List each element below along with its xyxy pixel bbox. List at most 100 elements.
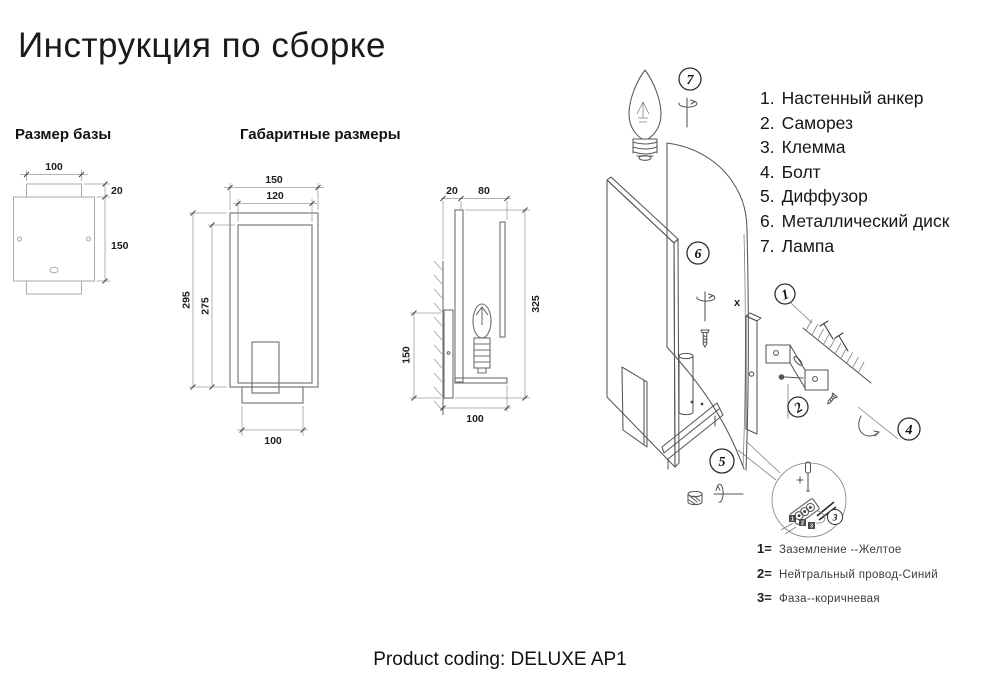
- callout-7: 7: [678, 67, 702, 91]
- rotate-icon-disk: [696, 291, 716, 322]
- svg-text:7: 7: [687, 73, 695, 88]
- mounting-bracket-drawing: [661, 400, 724, 470]
- part-number: 2.: [760, 112, 775, 133]
- terminal-block: [789, 498, 820, 525]
- base-plate-shape: [13, 183, 95, 295]
- parts-list-item: 2. Саморез: [760, 111, 949, 136]
- base-dimensions: 100 20 150: [20, 161, 129, 284]
- side-bracket-height-dim: 150: [401, 346, 413, 364]
- side-wall-gap-dim: 20: [446, 185, 458, 197]
- part-name: Диффузор: [781, 186, 868, 207]
- part-number: 7.: [760, 235, 775, 256]
- callout-4: 4: [897, 417, 921, 441]
- parts-list-item: 6. Металлический диск: [760, 209, 949, 234]
- rotate-icon-nut: [713, 483, 744, 503]
- bottom-plate-drawing: [621, 366, 648, 448]
- front-base-width-dim: 100: [264, 435, 282, 447]
- front-view-dimensions: 150 120 295 275 100: [181, 174, 324, 447]
- wall-section: [433, 260, 444, 415]
- bulb-drawing: [628, 69, 662, 161]
- parts-list-item: 7. Лампа: [760, 234, 949, 259]
- side-view-shape: [443, 209, 508, 399]
- base-tab-dim: 20: [111, 185, 123, 197]
- legend-text: Нейтральный провод-Синий: [779, 568, 938, 581]
- callout-3: 3: [827, 509, 843, 525]
- svg-text:1: 1: [791, 517, 794, 523]
- callout-6: 6: [686, 241, 710, 265]
- part-name: Металлический диск: [781, 210, 950, 231]
- svg-text:2: 2: [801, 521, 804, 527]
- callout-5: 5: [709, 448, 735, 474]
- part-name: Болт: [781, 161, 821, 182]
- front-view-shape: [229, 212, 319, 404]
- base-height-dim: 150: [111, 240, 129, 252]
- wire-tag-1: 1: [789, 515, 796, 523]
- socket-drawing: [678, 352, 694, 416]
- side-view-dimensions: 20 80 325 150 100: [401, 185, 543, 425]
- side-depth-dim: 80: [478, 185, 490, 197]
- svg-text:3: 3: [810, 524, 813, 530]
- small-screw-icon: [827, 392, 838, 405]
- legend-number: 2=: [757, 565, 772, 581]
- parts-list-item: 5. Диффузор: [760, 184, 949, 209]
- wire-tag-2: 2: [799, 519, 806, 527]
- metal-disk-drawing: [606, 176, 680, 468]
- parts-list: 1.Настенный анкер 2. Саморез 3. Клемма 4. Б…: [760, 86, 949, 258]
- legend-item: 3= Фаза--коричневая: [757, 589, 938, 607]
- nut-icon: [687, 490, 703, 506]
- part-number: 6.: [760, 210, 775, 231]
- part-number: 5.: [760, 186, 775, 207]
- wall-anchor-drawing: [802, 319, 872, 384]
- svg-text:3: 3: [832, 514, 838, 524]
- base-plate-drawing: 100 20 150: [13, 161, 129, 295]
- svg-text:1: 1: [780, 287, 792, 303]
- wiring-legend: 1= Заземление --Желтое 2= Нейтральный пров…: [757, 540, 938, 614]
- front-inner-width-dim: 120: [266, 190, 284, 202]
- legend-item: 1= Заземление --Желтое: [757, 540, 938, 558]
- base-width-dim: 100: [45, 161, 63, 173]
- page-title: Инструкция по сборке: [18, 26, 386, 65]
- diffuser-drawing: [666, 142, 749, 471]
- front-height-dim: 295: [181, 291, 193, 309]
- part-number: 4.: [760, 161, 775, 182]
- front-width-dim: 150: [265, 174, 283, 186]
- part-number: 3.: [760, 137, 775, 158]
- x-mark: x: [734, 297, 741, 309]
- exploded-view: 7 6 x: [606, 67, 921, 538]
- svg-text:4: 4: [905, 423, 913, 438]
- svg-text:6: 6: [695, 247, 702, 262]
- side-view-drawing: 20 80 325 150 100: [401, 185, 543, 425]
- screwdriver-icon: [796, 461, 812, 492]
- front-inner-height-dim: 275: [200, 297, 212, 315]
- legend-text: Фаза--коричневая: [779, 593, 880, 605]
- side-strip-drawing: [745, 312, 762, 435]
- parts-list-item: 1.Настенный анкер: [760, 86, 949, 111]
- l-bracket-drawing: [765, 344, 829, 391]
- part-name: Саморез: [781, 112, 854, 133]
- legend-number: 3=: [757, 590, 772, 605]
- legend-text: Заземление --Желтое: [779, 544, 902, 556]
- screw-icon: [700, 329, 710, 348]
- parts-list-item: 4. Болт: [760, 160, 949, 185]
- part-name: Клемма: [781, 137, 846, 158]
- callout-1: 1: [774, 283, 796, 305]
- overall-dimensions-label: Габаритные размеры: [240, 126, 401, 143]
- parts-list-item: 3. Клемма: [760, 135, 949, 160]
- svg-text:5: 5: [719, 455, 726, 470]
- legend-item: 2= Нейтральный провод-Синий: [757, 565, 938, 583]
- bulb-side: [472, 303, 492, 374]
- wire-tag-3: 3: [808, 522, 815, 530]
- bolt-icon: [778, 374, 804, 380]
- side-height-dim: 325: [530, 295, 542, 313]
- callout-1-leader: [790, 302, 813, 324]
- clamp-detail: 1 2 3 3: [737, 440, 847, 538]
- base-size-label: Размер базы: [15, 126, 112, 143]
- part-name: Лампа: [781, 235, 835, 256]
- rotate-icon-bulb: [678, 97, 698, 128]
- callout-2: 2: [787, 396, 809, 418]
- part-number: 1.: [760, 88, 775, 108]
- front-view-drawing: 150 120 295 275 100: [181, 174, 324, 447]
- legend-number: 1=: [757, 541, 772, 556]
- side-base-depth-dim: 100: [466, 413, 484, 425]
